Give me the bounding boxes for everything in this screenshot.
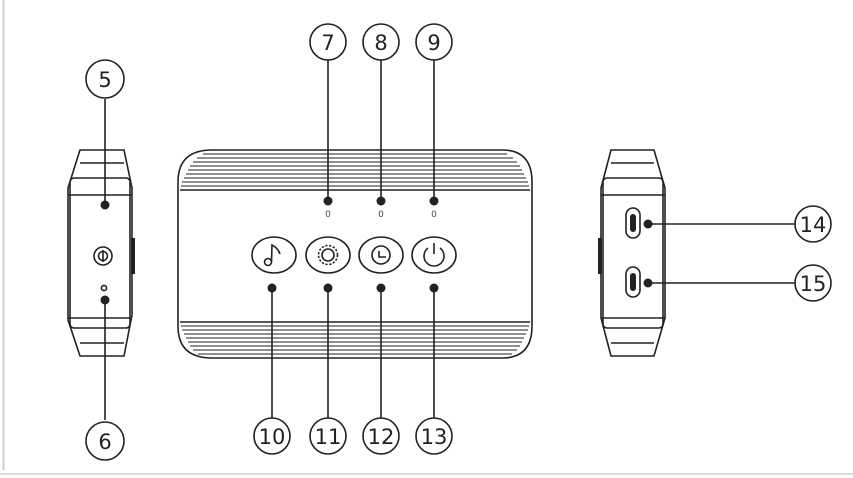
callout-label-7: 7: [321, 31, 334, 55]
right-side-edge-button: [598, 238, 602, 274]
callout-dot-12: [376, 283, 386, 293]
left-side-outline: [67, 149, 133, 357]
callout-7: 7: [309, 23, 347, 61]
front-grille-bottom: [181, 325, 529, 355]
left-side-view: [67, 99, 135, 420]
right-side-inner-frame: [602, 177, 664, 329]
left-side-inner-frame: [69, 177, 131, 329]
callout-dot-11: [323, 283, 333, 293]
front-grille-top: [181, 153, 529, 187]
led-mark: 0: [431, 210, 437, 220]
usb-c-port-icon: [625, 207, 641, 239]
callout-8: 8: [362, 23, 400, 61]
power-icon: [411, 236, 457, 274]
callout-13: 13: [415, 417, 453, 455]
right-side-outline: [600, 149, 666, 357]
callout-dot-10: [267, 283, 277, 293]
callout-label-11: 11: [315, 425, 342, 449]
callout-label-9: 9: [427, 31, 440, 55]
callout-dot-15: [643, 278, 653, 288]
callout-11: 11: [309, 417, 347, 455]
led-mark: 0: [378, 210, 384, 220]
callout-label-6: 6: [98, 430, 111, 454]
right-side-view: [598, 149, 795, 357]
front-leader-lines: [271, 59, 435, 420]
callout-label-15: 15: [800, 272, 827, 296]
power-button-icon: [93, 246, 113, 266]
callout-label-13: 13: [421, 425, 448, 449]
callout-15: 15: [794, 264, 832, 302]
music-note-icon: [251, 236, 297, 274]
callout-dot-14: [643, 219, 653, 229]
callout-label-8: 8: [374, 31, 387, 55]
light-ring-icon: [305, 236, 351, 274]
callout-14: 14: [794, 205, 832, 243]
led-mark: 0: [325, 210, 331, 220]
callout-12: 12: [362, 417, 400, 455]
callout-label-5: 5: [98, 68, 111, 92]
callout-dot-6: [100, 295, 110, 305]
callout-label-12: 12: [368, 425, 395, 449]
callout-label-10: 10: [259, 425, 286, 449]
callout-label-14: 14: [800, 213, 827, 237]
front-view: [177, 149, 533, 359]
callout-dot-13: [429, 283, 439, 293]
timer-icon: [358, 236, 404, 274]
usb-c-port-inner: [630, 273, 636, 291]
usb-c-port-inner: [630, 214, 636, 232]
front-body-outline: [177, 149, 533, 359]
callout-5: 5: [85, 59, 125, 99]
callout-6: 6: [85, 421, 125, 461]
left-side-edge-button: [131, 238, 135, 274]
callout-dot-5: [100, 200, 110, 210]
callout-9: 9: [415, 23, 453, 61]
usb-c-port-icon: [625, 266, 641, 298]
reset-hole-icon: [100, 284, 108, 292]
callout-10: 10: [253, 417, 291, 455]
